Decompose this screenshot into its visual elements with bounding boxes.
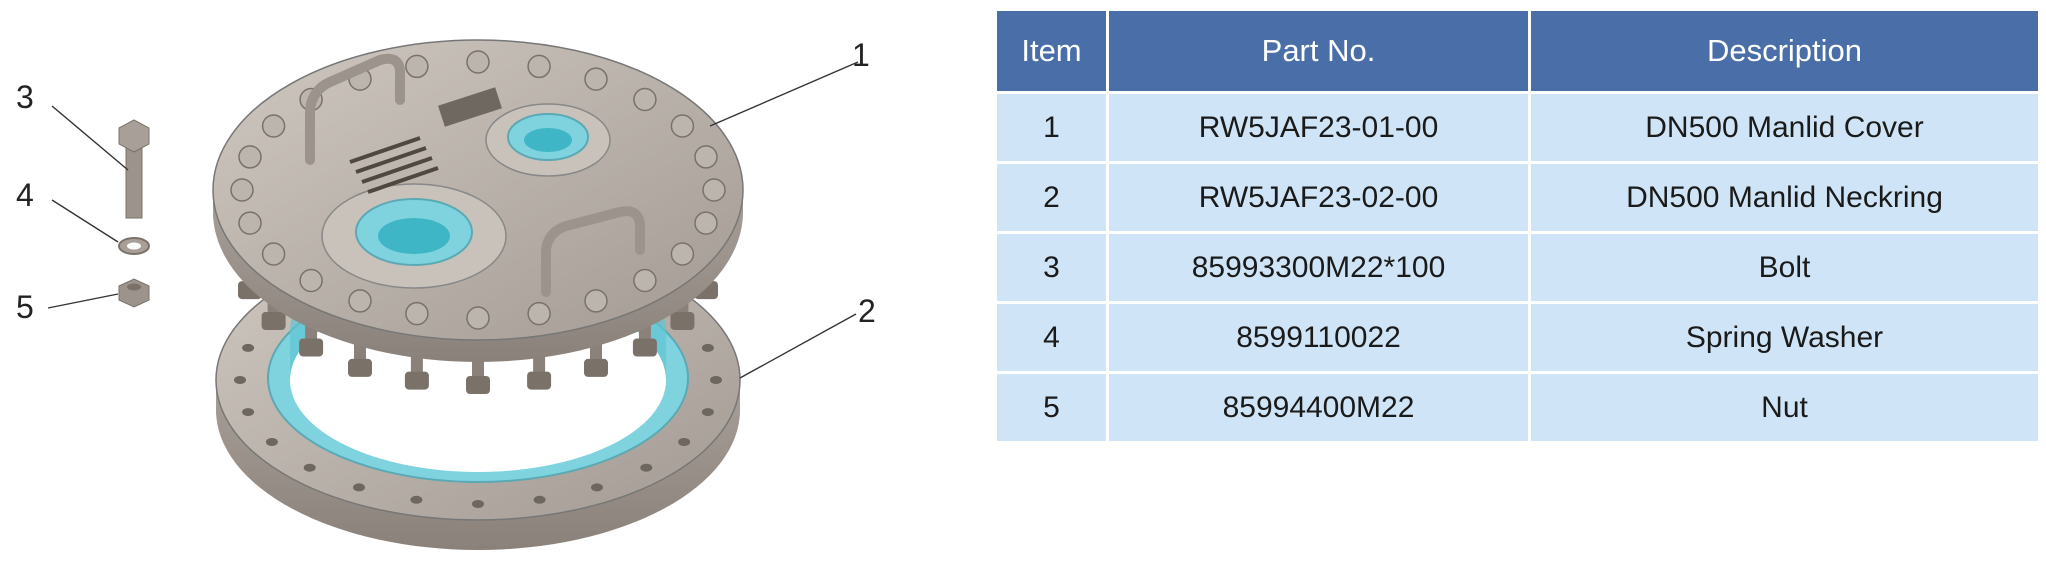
handle-left [305, 53, 405, 165]
bolt-head [694, 211, 718, 235]
handle-right [541, 206, 645, 297]
manlid-cover [212, 39, 744, 362]
bolt-head [633, 87, 657, 112]
parts-table: Item Part No. Description 1 RW5JAF23-01-… [994, 8, 2041, 444]
bolt-head [584, 67, 608, 91]
table-row: 5 85994400M22 Nut [994, 371, 2041, 444]
cell-part-no: 8599110022 [1106, 301, 1531, 374]
flange-hole [242, 408, 255, 417]
table-row: 3 85993300M22*100 Bolt [994, 231, 2041, 304]
cell-item: 2 [994, 161, 1109, 234]
flange-hole [701, 408, 714, 417]
table-row: 1 RW5JAF23-01-00 DN500 Manlid Cover [994, 91, 2041, 164]
flange-hole [265, 438, 278, 446]
loose-nut [118, 278, 150, 308]
flange-hole [640, 463, 653, 472]
cell-part-no: 85993300M22*100 [1106, 231, 1531, 304]
bolt-head [238, 211, 262, 235]
callout-5: 5 [16, 289, 34, 325]
leader-lines [47, 61, 859, 379]
callout-4: 4 [16, 177, 34, 213]
cell-description: Bolt [1528, 231, 2041, 304]
nameplate [438, 87, 502, 127]
bolt-head [405, 54, 429, 79]
bolt-head [694, 145, 718, 169]
cell-part-no: RW5JAF23-01-00 [1106, 91, 1531, 164]
bolt-head [466, 306, 490, 330]
cell-item: 5 [994, 371, 1109, 444]
cell-description: Nut [1528, 371, 2041, 444]
flange-hole [591, 483, 603, 492]
bolt-head [670, 114, 695, 138]
flange-hole [353, 483, 365, 492]
loose-spring-washer [118, 237, 150, 255]
cover-bolt-nut [527, 371, 552, 390]
cell-item: 3 [994, 231, 1109, 304]
bolt-head [527, 54, 551, 79]
vent-slots [349, 136, 439, 194]
bolt-head [670, 242, 695, 266]
bolt-head [702, 178, 726, 202]
flange-hole [303, 463, 316, 472]
callout-3: 3 [16, 79, 34, 115]
flange-hole [472, 500, 484, 508]
bolt-head [405, 301, 429, 326]
cover-bolt-nut [670, 312, 695, 330]
bolt-head [299, 268, 323, 293]
callout-2: 2 [858, 293, 876, 329]
cover-bolt-nut [404, 371, 429, 390]
bolt-head [261, 114, 286, 138]
cover-bolt-nut [584, 358, 608, 377]
cover-bolt-nut [632, 338, 657, 357]
table-row: 2 RW5JAF23-02-00 DN500 Manlid Neckring [994, 161, 2041, 234]
flange-hole [410, 495, 423, 504]
manlid-exploded-drawing: 1 2 3 4 5 [16, 37, 876, 550]
small-port [485, 103, 611, 177]
flange-hole [678, 438, 691, 446]
cell-description: DN500 Manlid Neckring [1528, 161, 2041, 234]
bolt-head [466, 50, 490, 74]
flange-hole [701, 343, 714, 352]
callout-1: 1 [852, 37, 870, 73]
table-header-row: Item Part No. Description [994, 8, 2041, 94]
bolt-head [527, 301, 551, 326]
header-part-no: Part No. [1106, 8, 1531, 94]
cover-bolt-nut [261, 312, 286, 330]
header-description: Description [1528, 8, 2041, 94]
cell-part-no: 85994400M22 [1106, 371, 1531, 444]
bolt-head [633, 268, 657, 293]
cell-part-no: RW5JAF23-02-00 [1106, 161, 1531, 234]
cover-bolt-nut [466, 376, 490, 394]
bolt-head [230, 178, 254, 202]
cell-item: 1 [994, 91, 1109, 164]
header-item: Item [994, 8, 1109, 94]
cell-item: 4 [994, 301, 1109, 374]
bolt-head [261, 242, 286, 266]
flange-hole [710, 376, 722, 384]
bolt-head [584, 289, 608, 313]
table-row: 4 8599110022 Spring Washer [994, 301, 2041, 374]
loose-bolt [118, 119, 150, 219]
bolt-head [348, 289, 372, 313]
cover-bolt-nut [348, 358, 372, 377]
cover-bolt-nut [299, 338, 324, 357]
large-port [321, 183, 507, 289]
cell-description: DN500 Manlid Cover [1528, 91, 2041, 164]
bolt-head [238, 145, 262, 169]
flange-hole [242, 343, 255, 352]
cell-description: Spring Washer [1528, 301, 2041, 374]
flange-hole [533, 495, 546, 504]
flange-hole [234, 376, 246, 384]
